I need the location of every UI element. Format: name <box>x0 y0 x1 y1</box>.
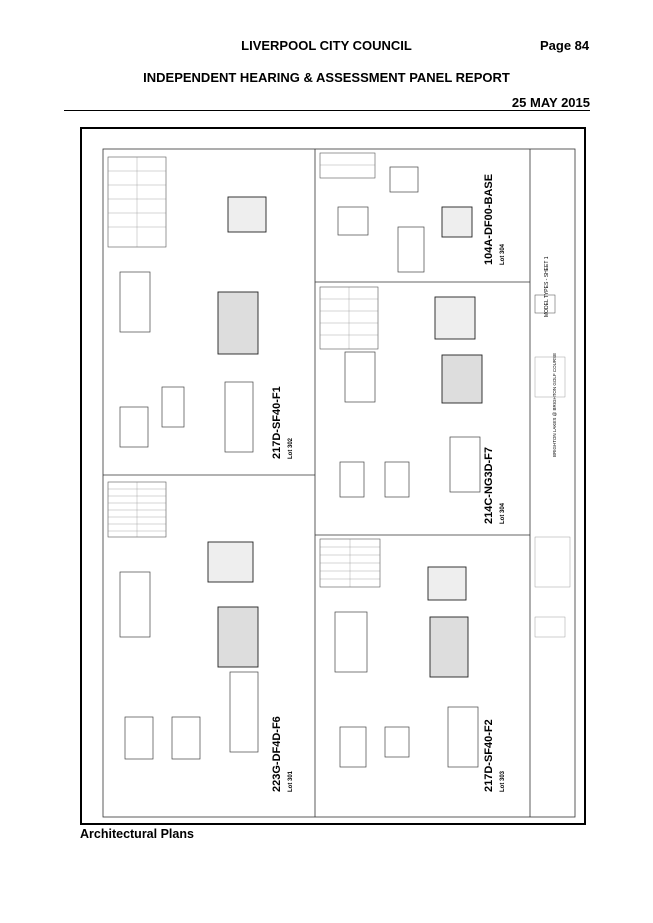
ground-floor-plan <box>441 354 483 404</box>
side-elevation-b <box>224 381 254 453</box>
title-notes <box>534 356 566 398</box>
logo-mark <box>534 294 556 314</box>
side-elevation-a <box>397 226 425 273</box>
report-title: INDEPENDENT HEARING & ASSESSMENT PANEL R… <box>143 70 510 85</box>
rear-elevation <box>389 166 419 193</box>
panel-lot-301: 223G-DF4D-F6 Lot 301 <box>107 481 294 792</box>
report-date: 25 MAY 2015 <box>511 95 590 110</box>
model-title: 217D-SF40-F1 <box>271 386 283 459</box>
level1-floor-plan <box>427 566 467 601</box>
rear-elevation <box>171 716 201 760</box>
rear-elevation <box>119 406 149 448</box>
title-revisions <box>534 616 566 638</box>
level1-floor-plan <box>207 541 254 583</box>
side-elevation-b <box>229 671 259 753</box>
lot-label: Lot 304 <box>500 502 506 524</box>
front-elevation <box>124 716 154 760</box>
lot-label: Lot 304 <box>500 243 506 265</box>
front-elevation <box>339 461 365 498</box>
architectural-sheet: 223G-DF4D-F6 Lot 301 217D-SF40-F1 Lot 30… <box>102 148 576 818</box>
sheet-border <box>102 148 576 818</box>
model-title: 104A-DF00-BASE <box>483 174 495 265</box>
panel-lot-302: 217D-SF40-F1 Lot 302 <box>107 156 294 459</box>
level1-floor-plan <box>434 296 476 340</box>
model-title: 214C-NG3D-F7 <box>483 447 495 524</box>
model-title: 217D-SF40-F2 <box>483 719 495 792</box>
ground-floor-plan <box>217 606 259 668</box>
ground-floor-plan <box>429 616 469 678</box>
lot-label: Lot 301 <box>288 770 294 792</box>
page-number: Page 84 <box>540 38 590 53</box>
side-elevation-a <box>344 351 376 403</box>
front-elevation <box>339 726 367 768</box>
front-elevation <box>337 206 369 236</box>
side-elevation-a <box>334 611 368 673</box>
side-elevation-a <box>119 571 151 638</box>
side-elevation-a <box>119 271 151 333</box>
rear-elevation <box>384 726 410 758</box>
drawing-frame <box>80 127 586 825</box>
figure-caption: Architectural Plans <box>80 827 194 841</box>
panel-lot-304-b: 104A-DF00-BASE Lot 304 <box>319 152 506 273</box>
lot-label: Lot 302 <box>288 437 294 459</box>
level1-floor-plan <box>227 196 267 233</box>
ground-floor-plan <box>441 206 473 238</box>
rear-elevation <box>384 461 410 498</box>
panel-lot-304-a: 214C-NG3D-F7 Lot 304 <box>319 286 506 524</box>
side-elevation-b <box>449 436 481 493</box>
model-title: 223G-DF4D-F6 <box>271 716 283 792</box>
project-name: BRIGHTON LAKES @ BRIGHTON GOLF COURSE <box>552 353 557 457</box>
sheet-title: MODEL TYPES - SHEET 1 <box>544 256 550 317</box>
schedule-table <box>319 152 376 179</box>
title-legend <box>534 536 571 588</box>
header-rule <box>64 110 590 111</box>
council-name: LIVERPOOL CITY COUNCIL <box>241 38 412 53</box>
lot-label: Lot 303 <box>500 770 506 792</box>
panel-lot-303: 217D-SF40-F2 Lot 303 <box>319 538 506 792</box>
title-block: MODEL TYPES - SHEET 1 BRIGHTON LAKES @ B… <box>534 256 571 638</box>
side-elevation-b <box>447 706 479 768</box>
ground-floor-plan <box>217 291 259 355</box>
front-elevation <box>161 386 185 428</box>
